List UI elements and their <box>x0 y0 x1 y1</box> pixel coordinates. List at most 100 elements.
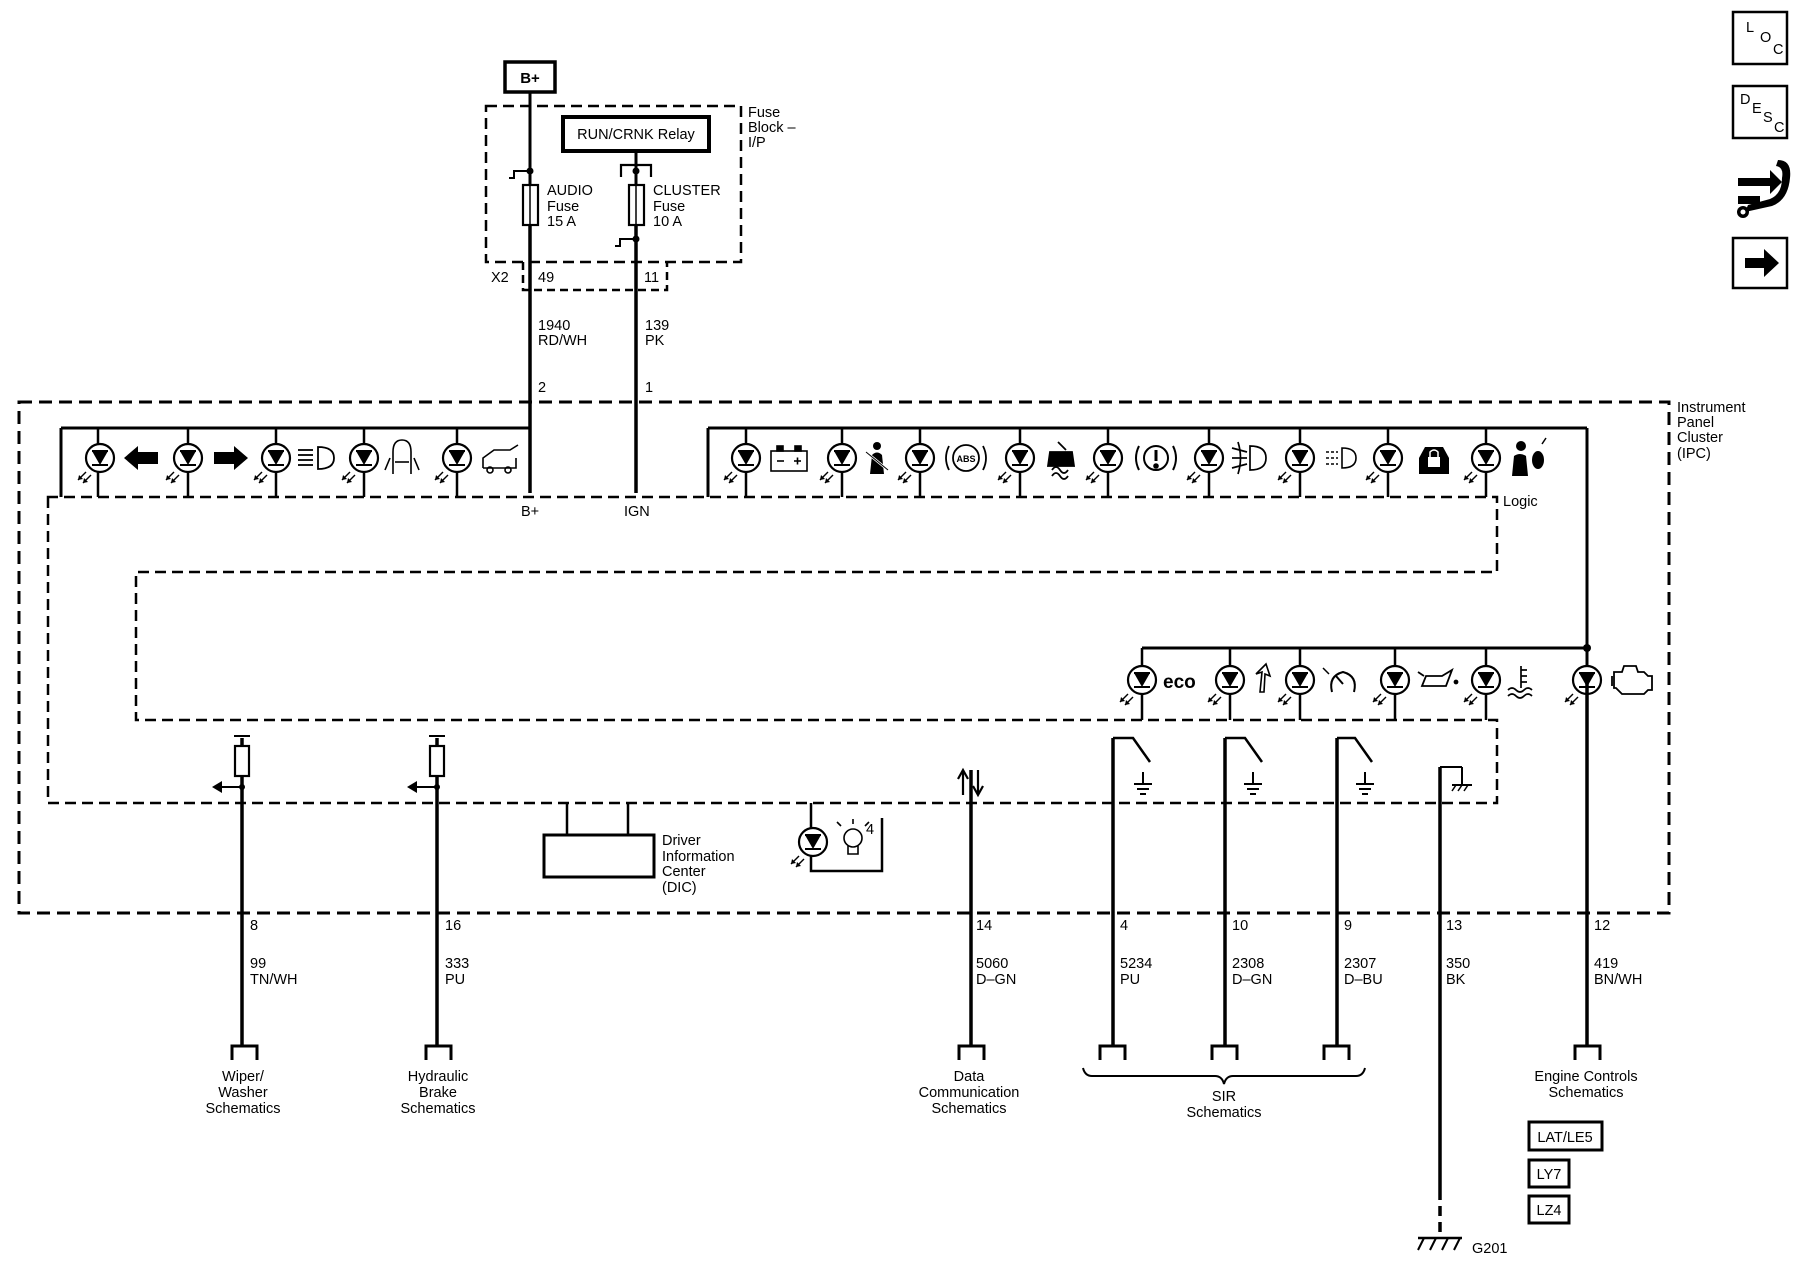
airbag-icon <box>1512 437 1547 476</box>
dic-display: Driver Information Center (DIC) <box>542 803 735 896</box>
right-arrow-icon <box>1745 249 1779 277</box>
svg-text:LY7: LY7 <box>1537 1167 1562 1183</box>
data-comm-input <box>957 767 984 1045</box>
svg-text:LAT/LE5: LAT/LE5 <box>1537 1130 1592 1146</box>
pin-4: 4 <box>1120 918 1128 934</box>
led-security <box>1364 442 1404 485</box>
led-check-engine <box>1563 664 1603 707</box>
wiper-input <box>212 735 251 1045</box>
next-button[interactable] <box>1731 236 1789 290</box>
led-lowbeam <box>1276 442 1316 485</box>
wiper-label-2: Washer <box>218 1085 268 1101</box>
desc-label-s: S <box>1763 110 1773 126</box>
wiper-destination[interactable]: Wiper/ Washer Schematics <box>206 1044 281 1117</box>
ipc-pin-1: 1 <box>645 380 653 396</box>
fuse-block-label-3: I/P <box>748 135 766 151</box>
desc-label-d: D <box>1740 92 1750 108</box>
backlight-lamps: 4 <box>789 803 884 873</box>
brake-destination[interactable]: Hydraulic Brake Schematics <box>401 1044 476 1117</box>
led-backlight <box>789 826 829 869</box>
dic-label-2: Information <box>662 849 735 865</box>
pin-8: 8 <box>250 918 258 934</box>
sir-destination[interactable]: SIR Schematics <box>1082 1044 1366 1121</box>
bplus-source-label: B+ <box>520 70 540 87</box>
check-engine-icon <box>1611 665 1653 695</box>
led-eco <box>1118 664 1158 707</box>
wire-2307: 2307 <box>1344 956 1376 972</box>
desc-button[interactable]: D E S C <box>1731 84 1789 140</box>
audio-fuse: AUDIO Fuse 15 A <box>521 183 593 230</box>
fuse-block-label-2: Block – <box>748 120 796 136</box>
ipc-label-3: Cluster <box>1677 430 1723 446</box>
pin-12: 12 <box>1594 918 1610 934</box>
wire-label-1940: 1940 RD/WH <box>538 318 587 349</box>
ipc-pin-2: 2 <box>538 380 546 396</box>
diagnostic-wrench-arrows-icon[interactable] <box>1737 160 1791 218</box>
dic-label-3: Center <box>662 864 706 880</box>
engine-option-lat-le5: LAT/LE5 <box>1527 1120 1604 1152</box>
circuit-9: 9 2307 D–BU <box>1344 918 1383 988</box>
logic-block: Logic <box>46 494 1538 805</box>
relay-label: RUN/CRNK Relay <box>577 127 695 143</box>
logic-label: Logic <box>1503 494 1538 510</box>
sir-label-1: SIR <box>1212 1089 1236 1105</box>
circuit-14: 14 5060 D–GN <box>976 918 1016 988</box>
left-turn-arrow-icon <box>124 446 158 470</box>
led-seatbelt <box>818 442 858 485</box>
upshift-icon <box>1255 662 1272 693</box>
brake-warning-icon <box>1135 445 1177 471</box>
brake-input <box>407 735 446 1045</box>
led-cruise <box>1276 664 1316 707</box>
wire-5234-color: PU <box>1120 972 1140 988</box>
abs-icon: ABS <box>945 444 987 472</box>
cluster-fuse-label-2: Fuse <box>653 199 685 215</box>
wiper-label-3: Schematics <box>206 1101 281 1117</box>
svg-text:RD/WH: RD/WH <box>538 333 587 349</box>
ipc-ign-label: IGN <box>624 504 650 520</box>
wire-350: 350 <box>1446 956 1470 972</box>
wire-333-color: PU <box>445 972 465 988</box>
loc-label-l: L <box>1746 20 1754 36</box>
engine-destination[interactable]: Engine Controls Schematics <box>1534 1044 1638 1101</box>
wire-2308: 2308 <box>1232 956 1264 972</box>
oil-pressure-icon <box>1417 667 1459 687</box>
ipc-bplus-label: B+ <box>521 504 539 520</box>
right-turn-arrow-icon <box>214 446 248 470</box>
cluster-fuse-label-3: 10 A <box>653 214 682 230</box>
dic-label-4: (DIC) <box>662 880 697 896</box>
circuit-13: 13 350 BK <box>1446 918 1470 988</box>
led-right-turn <box>164 442 204 485</box>
battery-icon <box>770 445 808 472</box>
loc-label-c: C <box>1773 42 1783 58</box>
wiper-label-1: Wiper/ <box>222 1069 265 1085</box>
traction-control-icon <box>1046 441 1076 480</box>
wire-419: 419 <box>1594 956 1618 972</box>
wire-5060: 5060 <box>976 956 1008 972</box>
data-label-2: Communication <box>919 1085 1020 1101</box>
right-indicator-bank: ABS <box>706 426 1589 675</box>
led-traction <box>996 442 1036 485</box>
loc-button[interactable]: L O C <box>1731 10 1789 66</box>
pin-9: 9 <box>1344 918 1352 934</box>
data-label-3: Schematics <box>932 1101 1007 1117</box>
circuit-4: 4 5234 PU <box>1120 918 1152 988</box>
wire-2307-color: D–BU <box>1344 972 1383 988</box>
brake-label-1: Hydraulic <box>408 1069 468 1085</box>
ipc-outline: Instrument Panel Cluster (IPC) <box>17 400 1746 915</box>
connector-label: X2 <box>491 270 509 286</box>
sir-label-2: Schematics <box>1187 1105 1262 1121</box>
eco-icon: eco <box>1163 672 1196 693</box>
svg-text:LZ4: LZ4 <box>1537 1203 1562 1219</box>
pin-10: 10 <box>1232 918 1248 934</box>
pin-13: 13 <box>1446 918 1462 934</box>
pin-49: 49 <box>538 270 554 286</box>
wire-2308-color: D–GN <box>1232 972 1272 988</box>
led-battery <box>722 442 762 485</box>
data-destination[interactable]: Data Communication Schematics <box>919 1044 1020 1117</box>
circuit-16: 16 333 PU <box>445 918 469 988</box>
wire-label-139: 139 PK <box>645 318 669 349</box>
security-car-lock-icon <box>1419 447 1449 474</box>
led-coolant <box>1462 664 1502 707</box>
bplus-source: B+ <box>503 60 557 94</box>
